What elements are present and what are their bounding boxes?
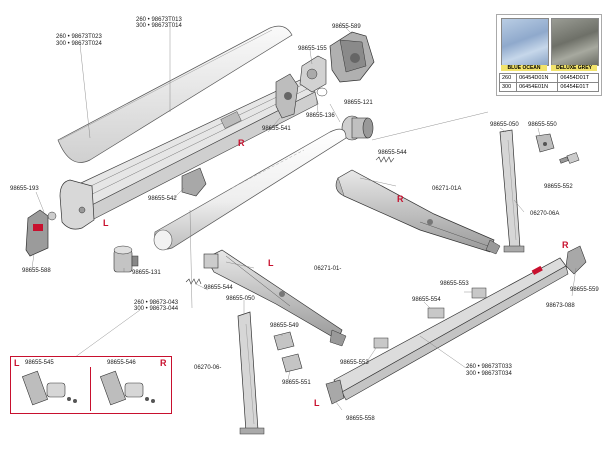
code-cell: 06454D01N bbox=[516, 73, 559, 83]
clip-553-lower bbox=[373, 337, 389, 349]
label-546: 98655-546 bbox=[107, 360, 136, 366]
label-550: 98655-550 bbox=[528, 122, 557, 128]
side-marker-l-rail: L bbox=[314, 398, 320, 408]
side-marker-l-arm: L bbox=[268, 258, 274, 268]
cassette-cover bbox=[57, 25, 293, 163]
swatch-label-grey: DELUXE GREY bbox=[551, 65, 597, 71]
label-088: 98673-088 bbox=[546, 303, 575, 309]
label-589: 98655-589 bbox=[332, 24, 361, 30]
label-155: 98655-155 bbox=[298, 46, 327, 52]
left-arm bbox=[203, 249, 347, 347]
side-marker-r-cassette: R bbox=[238, 138, 245, 148]
label-553-upper: 98655-553 bbox=[440, 281, 469, 287]
label-542: 98655-542 bbox=[148, 196, 177, 202]
lead-rail bbox=[333, 257, 569, 401]
leader-lines bbox=[31, 21, 577, 411]
bracket-541 bbox=[275, 73, 299, 119]
swatch-label-blue: BLUE OCEAN bbox=[501, 65, 547, 71]
label-tube-300: 300 • 98673-044 bbox=[134, 306, 179, 312]
label-06270: 06270-06- bbox=[194, 365, 222, 371]
inset-drawing bbox=[21, 370, 155, 406]
label-lead-260: 260 • 98673T033 bbox=[466, 364, 512, 370]
swatch-blue-ocean bbox=[501, 18, 549, 66]
end-cover-588 bbox=[25, 209, 57, 257]
label-06270a: 06270-06A bbox=[530, 211, 560, 217]
label-131: 98655-131 bbox=[132, 270, 161, 276]
right-leg bbox=[499, 129, 525, 253]
label-tube-260: 260 • 98673-043 bbox=[134, 300, 179, 306]
left-end-cap bbox=[59, 179, 95, 230]
bracket-550 bbox=[535, 133, 555, 153]
label-136: 98655-136 bbox=[306, 113, 335, 119]
label-06271: 06271-01- bbox=[314, 266, 342, 272]
knob-552 bbox=[559, 152, 580, 164]
bracket-155 bbox=[299, 55, 328, 97]
inset-right-part bbox=[99, 370, 155, 406]
label-121: 98655-121 bbox=[344, 100, 373, 106]
label-06271a: 06271-01A bbox=[432, 186, 462, 192]
label-cover-260: 260 • 98673T013 bbox=[136, 17, 182, 23]
color-chart: BLUE OCEAN DELUXE GREY 260 06454D01N 064… bbox=[496, 14, 602, 96]
inset-left-part bbox=[21, 370, 77, 406]
roller-tube bbox=[153, 128, 347, 251]
inset-divider bbox=[90, 367, 91, 411]
code-cell: 06454E01N bbox=[516, 82, 559, 92]
swatch-deluxe-grey bbox=[551, 18, 599, 66]
end-cap-559 bbox=[565, 245, 587, 275]
bracket-549 bbox=[273, 331, 295, 351]
label-544-upper: 98655-544 bbox=[378, 150, 407, 156]
label-193: 98655-193 bbox=[10, 186, 39, 192]
label-cover-300: 300 • 98673T014 bbox=[136, 23, 182, 29]
label-541: 98655-541 bbox=[262, 126, 291, 132]
code-cell: 06454D01T bbox=[557, 73, 599, 83]
label-558: 98655-558 bbox=[346, 416, 375, 422]
label-front-rail-300: 300 • 98673T024 bbox=[56, 41, 102, 47]
label-554: 98655-554 bbox=[412, 297, 441, 303]
right-arm bbox=[335, 169, 501, 255]
inset-side-l: L bbox=[14, 358, 20, 368]
label-552: 98655-552 bbox=[544, 184, 573, 190]
side-marker-r-arm: R bbox=[397, 194, 404, 204]
label-588: 98655-588 bbox=[22, 268, 51, 274]
label-559: 98655-559 bbox=[570, 287, 599, 293]
color-code-table: 260 06454D01N 06454D01T 300 06454E01N 06… bbox=[498, 73, 599, 92]
cassette-profile bbox=[65, 79, 319, 223]
end-plug-131 bbox=[113, 245, 139, 273]
inset-side-r: R bbox=[160, 358, 167, 368]
label-549: 98655-549 bbox=[270, 323, 299, 329]
spring-544-lower bbox=[185, 278, 202, 285]
spring-544-upper bbox=[375, 156, 395, 163]
label-lead-300: 300 • 98673T034 bbox=[466, 371, 512, 377]
side-marker-l-cassette: L bbox=[103, 218, 109, 228]
left-leg bbox=[237, 311, 265, 435]
mounting-detail-inset: L 98655-545 98655-546 R bbox=[10, 356, 172, 414]
table-row: 300 06454E01N 06454E01T bbox=[498, 82, 599, 92]
clip-553-upper bbox=[471, 287, 487, 299]
label-544-lower: 98655-544 bbox=[204, 285, 233, 291]
label-050-right: 98655-050 bbox=[490, 122, 519, 128]
size-cell: 300 bbox=[498, 82, 518, 92]
label-553-lower: 98655-553 bbox=[340, 360, 369, 366]
table-row: 260 06454D01N 06454D01T bbox=[498, 73, 599, 83]
label-front-rail-260: 260 • 98673T023 bbox=[56, 34, 102, 40]
bracket-589 bbox=[329, 31, 375, 83]
roller-plug-121 bbox=[341, 115, 374, 141]
clip-554 bbox=[427, 307, 445, 319]
label-545: 98655-545 bbox=[25, 360, 54, 366]
side-marker-r-rail: R bbox=[562, 240, 569, 250]
end-cap-558 bbox=[325, 379, 345, 405]
clip-551 bbox=[281, 353, 303, 373]
size-cell: 260 bbox=[498, 73, 518, 83]
label-551: 98655-551 bbox=[282, 380, 311, 386]
clip-542 bbox=[181, 167, 207, 197]
code-cell: 06454E01T bbox=[557, 82, 599, 92]
label-050-left: 98655-050 bbox=[226, 296, 255, 302]
